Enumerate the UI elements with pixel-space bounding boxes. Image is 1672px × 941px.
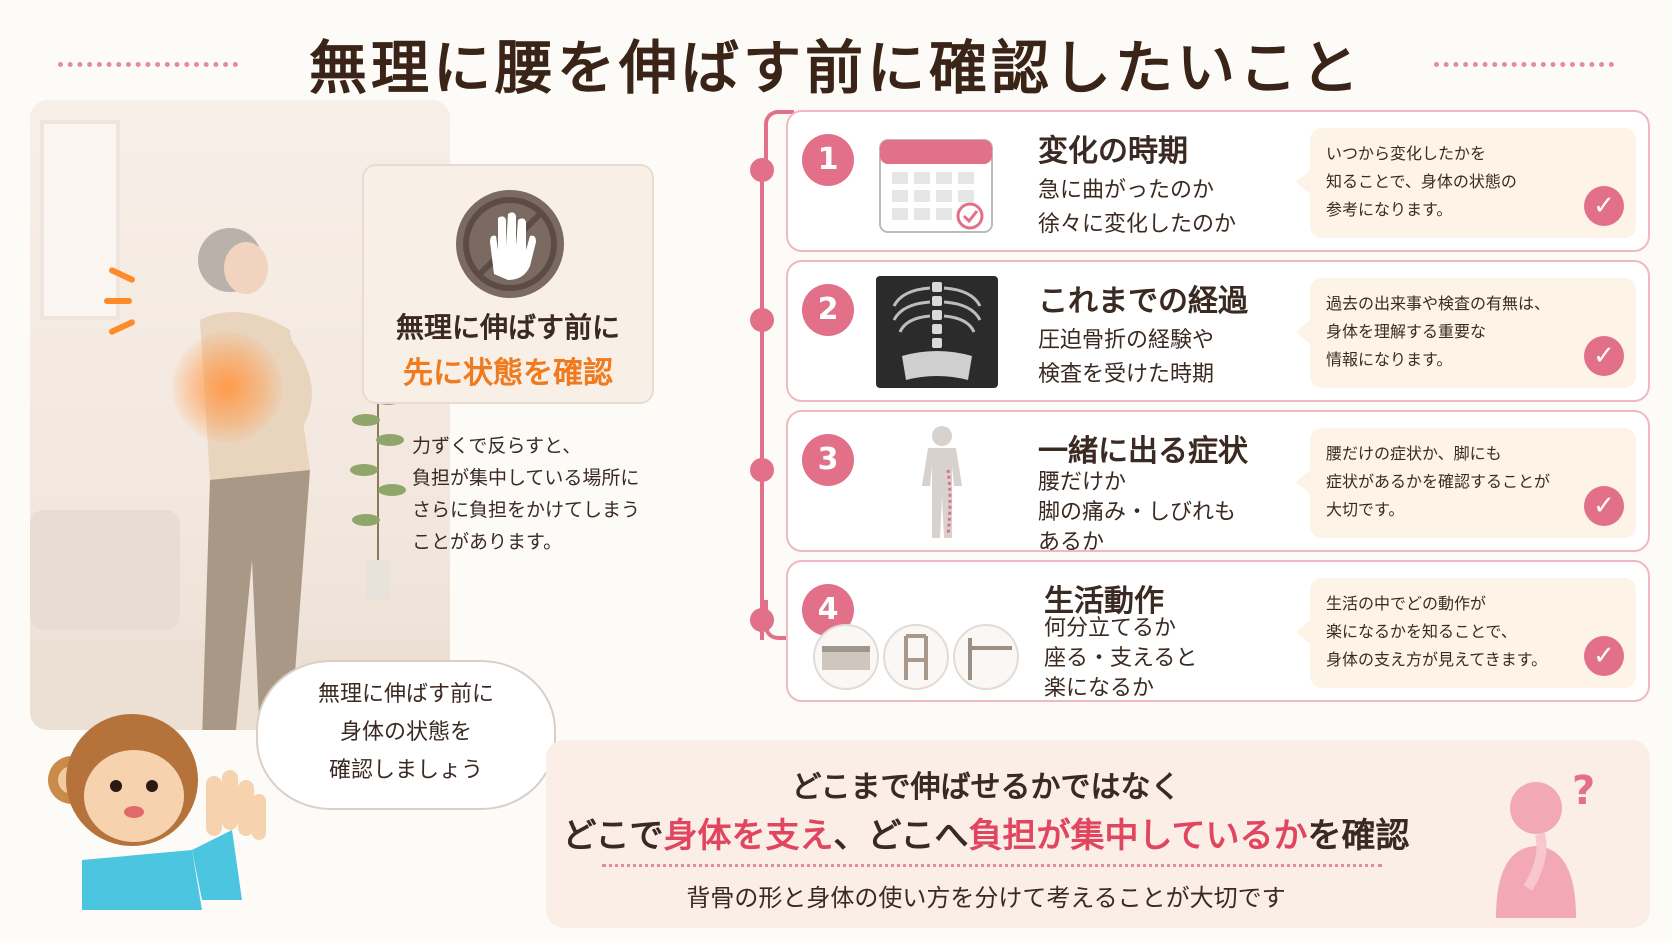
elderly-woman-figure [198, 228, 312, 730]
item-number-badge: 4 [802, 584, 854, 636]
check-icon: ✓ [1584, 186, 1624, 226]
note-tail [1296, 170, 1310, 194]
xray-spine-icon [876, 276, 998, 388]
item-note-line: 大切です。 [1326, 500, 1405, 519]
item-note: いつから変化したかを 知ることで、身体の状態の 参考になります。 ✓ [1296, 128, 1636, 238]
item-note-line: いつから変化したかを [1326, 144, 1487, 163]
page-title: 無理に腰を伸ばす前に確認したいこと [308, 34, 1363, 102]
item-note-line: 過去の出来事や検査の有無は、 [1326, 294, 1551, 313]
summary-panel: どこまで伸ばせるかではなく どこで身体を支え、どこへ負担が集中しているかを確認 … [546, 740, 1650, 928]
item-title: 変化の時期 [1038, 134, 1188, 169]
item-body-line: 圧迫骨折の経験や [1038, 328, 1215, 353]
item-note-line: 参考になります。 [1326, 200, 1453, 219]
timeline-hook-top [764, 110, 794, 166]
summary-line2: どこで身体を支え、どこへ負担が集中しているかを確認 [546, 808, 1426, 857]
note-tail [1296, 320, 1310, 344]
item-title: 一緒に出る症状 [1038, 434, 1248, 469]
monkey-mascot-icon [48, 714, 266, 910]
stop-card-line2: 先に状態を確認 [403, 356, 613, 391]
calendar-icon [879, 139, 993, 233]
item-body-line: 楽になるか [1044, 676, 1155, 701]
title-area: 無理に腰を伸ばす前に確認したいこと [0, 18, 1672, 108]
item-title: 生活動作 [1044, 584, 1164, 619]
note-tail [1296, 620, 1310, 644]
item-note-line: 症状があるかを確認することが [1326, 472, 1551, 491]
item-number-badge: 1 [802, 134, 854, 186]
stop-hand-icon [456, 190, 564, 298]
pain-glow [172, 332, 282, 442]
title-dots-left [58, 62, 238, 67]
svg-text:?: ? [1572, 768, 1595, 814]
item-body: 何分立てるか 座る・支えると 楽になるか [1044, 614, 1197, 704]
stop-desc-line: さらに負担をかけてしまう [412, 499, 641, 521]
stop-card: 無理に伸ばす前に 先に状態を確認 [362, 164, 654, 404]
item-body-line: 腰だけか [1038, 470, 1127, 495]
item-note: 過去の出来事や検査の有無は、 身体を理解する重要な 情報になります。 ✓ [1296, 278, 1636, 388]
item-body-line: 脚の痛み・しびれも [1038, 500, 1237, 525]
item-body-line: 徐々に変化したのか [1038, 212, 1237, 237]
timeline-dot [750, 458, 774, 482]
item-body-line: 検査を受けた時期 [1038, 362, 1215, 387]
summary-text: を確認 [1307, 816, 1410, 856]
bubble-line: 身体の状態を [339, 720, 472, 745]
item-note-line: 楽になるかを知ることで、 [1326, 622, 1517, 641]
item-body-line: あるか [1038, 530, 1105, 555]
check-item-card: 4 生活動作 何分立てるか 座る・支えると 楽になるか 生活の中でどの動作が 楽… [786, 560, 1650, 702]
bubble-line: 確認しましょう [328, 758, 483, 783]
stop-desc-line: 負担が集中している場所に [412, 467, 640, 489]
plant-icon [350, 390, 406, 600]
sofa [30, 510, 180, 630]
timeline-dot [750, 608, 774, 632]
summary-text: どこで [562, 816, 664, 856]
summary-highlight: 身体を支え [663, 816, 834, 856]
item-note: 生活の中でどの動作が 楽になるかを知ることで、 身体の支え方が見えてきます。 ✓ [1296, 578, 1636, 688]
speech-bubble: 無理に伸ばす前に 身体の状態を 確認しましょう [256, 660, 556, 810]
timeline-line [760, 166, 764, 640]
item-note-line: 身体を理解する重要な [1326, 322, 1487, 341]
item-number-badge: 3 [802, 434, 854, 486]
summary-highlight: 負担が集中しているか [968, 816, 1308, 856]
stop-desc-line: 力ずくで反らすと、 [412, 435, 582, 457]
check-icon: ✓ [1584, 636, 1624, 676]
item-body-line: 急に曲がったのか [1038, 178, 1215, 203]
summary-line3: 背骨の形と身体の使い方を分けて考えることが大切です [686, 884, 1286, 912]
item-body: 腰だけか 脚の痛み・しびれも あるか [1038, 468, 1236, 558]
item-note-line: 腰だけの症状か、脚にも [1326, 444, 1502, 463]
item-note: 腰だけの症状か、脚にも 症状があるかを確認することが 大切です。 ✓ [1296, 428, 1636, 538]
summary-divider [602, 864, 1382, 867]
check-icon: ✓ [1584, 336, 1624, 376]
item-body-line: 座る・支えると [1044, 646, 1198, 671]
item-number-badge: 2 [802, 284, 854, 336]
item-body: 圧迫骨折の経験や 検査を受けた時期 [1038, 324, 1214, 392]
check-item-card: 2 これまでの経過 圧迫骨折の経験や 検査を受けた時期 過去の出来事や検査の有無… [786, 260, 1650, 402]
check-item-card: 3 一緒に出る症状 腰だけか 脚の痛み・しびれも あるか 腰だけの症状か、脚にも… [786, 410, 1650, 555]
check-icon: ✓ [1584, 486, 1624, 526]
item-title: これまでの経過 [1038, 284, 1248, 319]
timeline-dot [750, 158, 774, 182]
item-note-line: 情報になります。 [1326, 350, 1453, 369]
pain-spark-icon [104, 298, 132, 304]
item-body-line: 何分立てるか [1044, 616, 1177, 641]
summary-text: 、どこへ [833, 816, 969, 856]
stop-description: 力ずくで反らすと、 負担が集中している場所に さらに負担をかけてしまう ことがあ… [412, 430, 682, 558]
item-body: 急に曲がったのか 徐々に変化したのか [1038, 174, 1236, 242]
stop-desc-line: ことがあります。 [412, 531, 563, 553]
check-item-card: 1 変化の時期 急に曲がったのか 徐々に変化したのか いつから変化したかを 知る… [786, 110, 1650, 252]
thinking-person-icon: ? [1496, 768, 1595, 918]
item-note-line: 身体の支え方が見えてきます。 [1326, 650, 1548, 669]
stop-card-line1: 無理に伸ばす前に [395, 311, 620, 344]
summary-line1: どこまで伸ばせるかではなく [791, 770, 1181, 805]
item-note-line: 知ることで、身体の状態の [1326, 172, 1517, 191]
item-note-line: 生活の中でどの動作が [1326, 594, 1487, 613]
note-tail [1296, 470, 1310, 494]
body-leg-symptom-icon [922, 426, 962, 538]
window-frame [40, 120, 120, 320]
daily-activity-icons [813, 624, 1019, 690]
timeline-dot [750, 308, 774, 332]
title-dots-right [1434, 62, 1614, 67]
bubble-line: 無理に伸ばす前に [317, 682, 494, 707]
